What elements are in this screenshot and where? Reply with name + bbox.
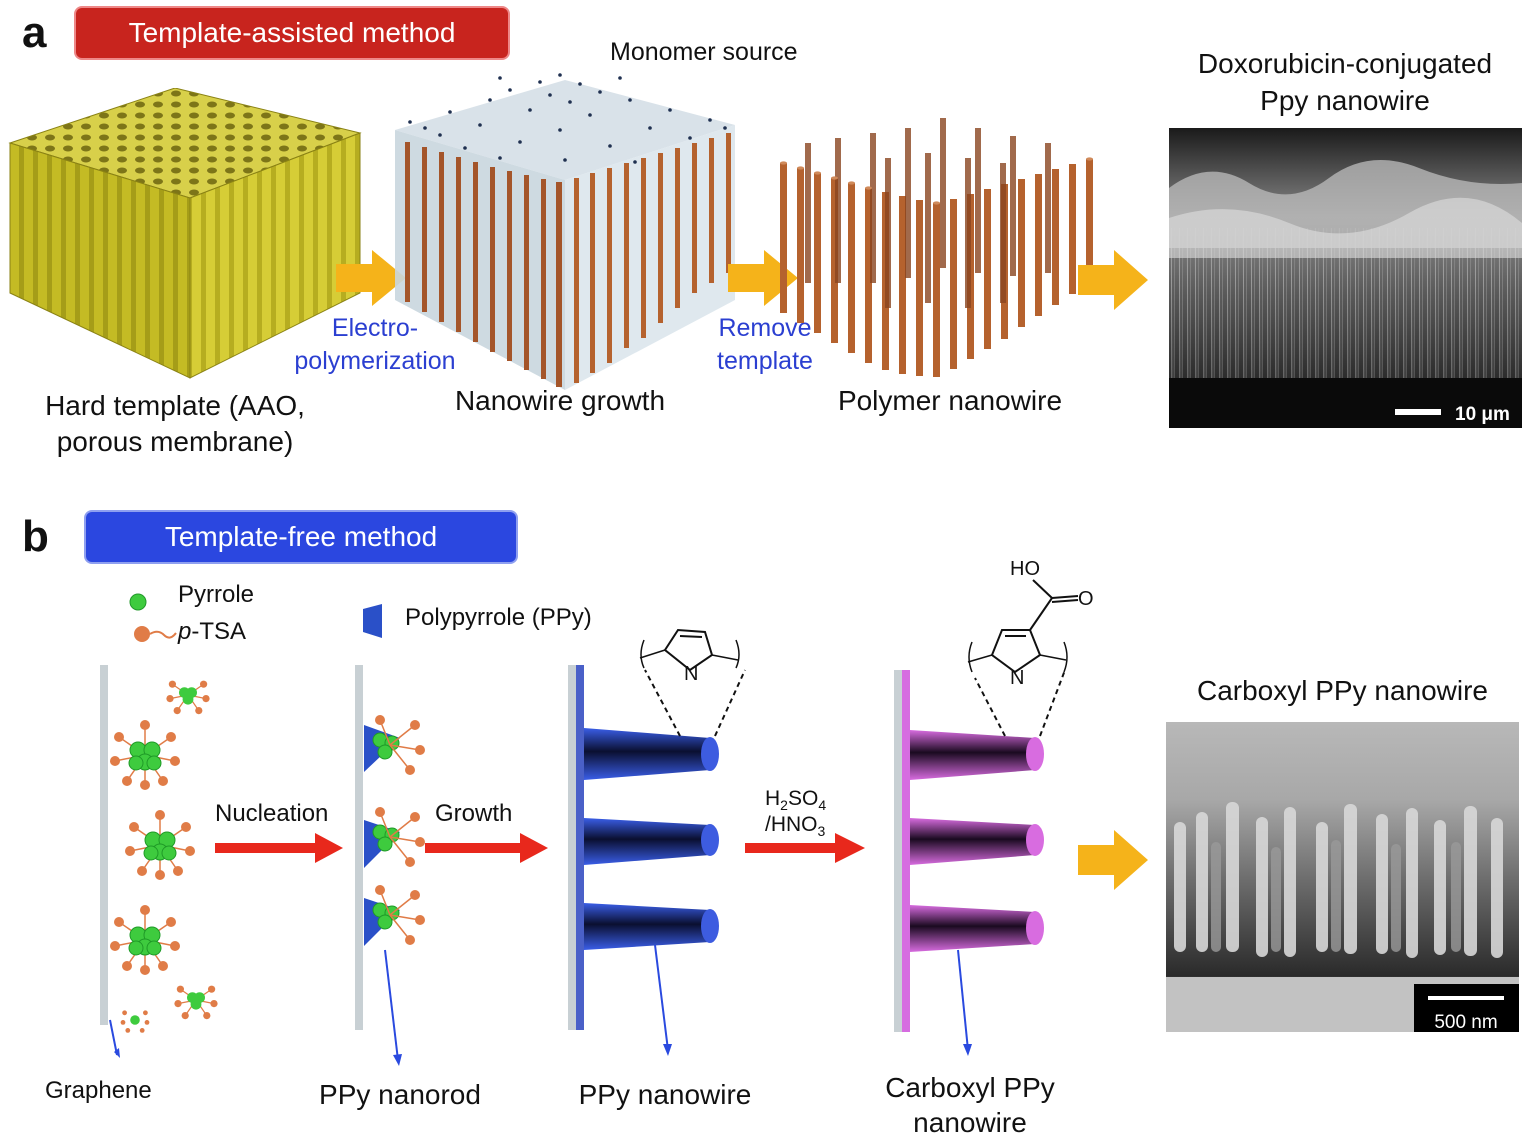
graphene-stage [100, 665, 218, 1058]
nucleation-label: Nucleation [215, 800, 329, 827]
orange-arrow-4 [1078, 830, 1148, 890]
electro-label-1: Electro- [331, 314, 419, 342]
carboxyl-ho-label: HO [1010, 558, 1040, 580]
polymer-nanowire-illustration [780, 118, 1093, 377]
acid-h2so4: H2SO4 [765, 787, 826, 813]
acid-so: SO [787, 787, 819, 810]
sem-a-scale-label: 10 μm [1455, 404, 1510, 425]
acid-h: H [765, 787, 781, 810]
hard-template-caption-2: porous membrane) [56, 426, 294, 457]
electro-label-2: polymerization [294, 347, 456, 375]
ppy-nanorod-stage [355, 665, 425, 1066]
ppy-nanowire-stage: N [568, 628, 746, 1056]
remove-label-1: Remove [718, 314, 812, 342]
template-free-badge: Template-free method [86, 512, 516, 562]
acid-hno: /HNO [765, 813, 818, 836]
carboxyl-label-1: Carboxyl PPy [885, 1072, 1055, 1103]
orange-arrow-1 [336, 250, 406, 306]
sem-a-title-2: Ppy nanowire [1260, 85, 1430, 116]
carboxyl-n-label: N [1010, 667, 1024, 689]
panel-b-label: b [22, 512, 49, 561]
acid-hno3: /HNO3 [765, 813, 825, 839]
carboxyl-ppy-stage: N HO O [894, 558, 1094, 1056]
orange-arrow-3 [1078, 250, 1148, 310]
ppy-n-label: N [684, 663, 698, 685]
sem-image-carboxyl: 500 nm [1166, 722, 1519, 1032]
ppy-legend-icon [363, 604, 382, 638]
template-assisted-badge: Template-assisted method [76, 8, 508, 58]
sem-b-title: Carboxyl PPy nanowire [1196, 675, 1489, 706]
legend-ptsa: p-TSA [178, 618, 246, 646]
remove-label-2: template [717, 347, 813, 375]
sem-image-doxorubicin: 10 μm [1169, 128, 1522, 428]
hard-template-caption-1: Hard template (AAO, [45, 390, 305, 421]
growth-arrow [425, 833, 548, 863]
acid-sub-2: 2 [780, 797, 788, 814]
graphene-label: Graphene [45, 1077, 152, 1104]
nucleation-arrow [215, 833, 343, 863]
carboxyl-o-label: O [1078, 588, 1094, 610]
acid-sub-4: 4 [818, 797, 827, 814]
sem-a-title-1: Doxorubicin-conjugated [1197, 48, 1493, 79]
legend-icons [129, 593, 177, 642]
legend-ptsa-text: -TSA [191, 618, 247, 645]
nanowire-growth-caption: Nanowire growth [454, 385, 666, 416]
legend-ppy: Polypyrrole (PPy) [405, 604, 592, 631]
growth-label: Growth [435, 800, 513, 827]
ppy-nanorod-label: PPy nanorod [319, 1079, 481, 1110]
nanowire-growth-illustration [395, 73, 735, 390]
hard-template-illustration [8, 88, 362, 379]
legend-ptsa-italic: p [178, 618, 192, 645]
monomer-source-label: Monomer source [610, 38, 798, 66]
acid-arrow [745, 833, 865, 863]
legend-pyrrole: Pyrrole [178, 581, 255, 608]
carboxyl-label-2: nanowire [913, 1107, 1027, 1138]
panel-a-label: a [22, 8, 47, 57]
acid-sub-3: 3 [817, 823, 826, 840]
sem-b-scale-label: 500 nm [1434, 1012, 1497, 1032]
polymer-nanowire-caption: Polymer nanowire [837, 385, 1063, 416]
ppy-nanowire-label: PPy nanowire [578, 1079, 752, 1110]
